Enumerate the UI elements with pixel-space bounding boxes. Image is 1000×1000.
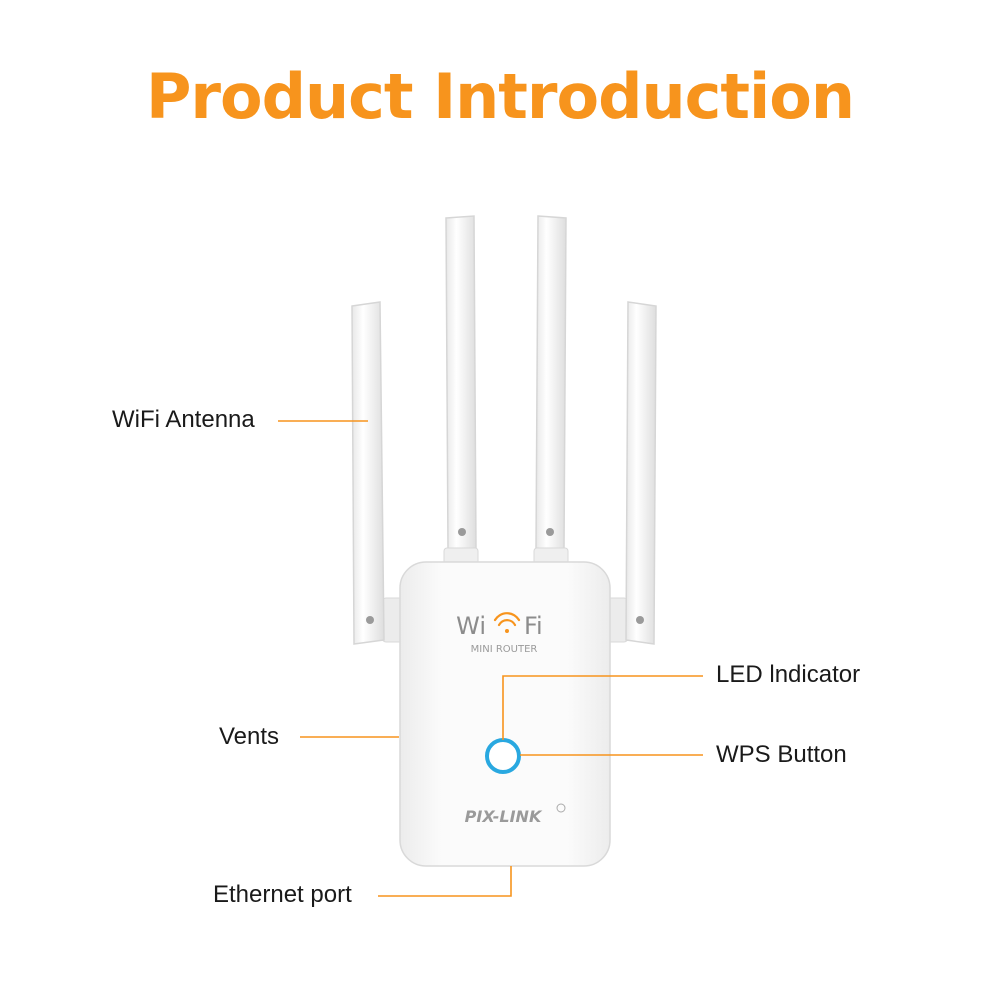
label-wps-button: WPS Button <box>716 741 847 768</box>
brand-logo: PIX-LINK <box>465 807 543 826</box>
wifi-logo: Wi Fi MINI ROUTER <box>456 612 543 655</box>
antenna-center-left <box>443 215 479 569</box>
label-ethernet-port: Ethernet port <box>213 881 352 908</box>
registered-mark-icon <box>556 803 566 813</box>
label-led-indicator: LED lndicator <box>716 661 861 688</box>
label-vents: Vents <box>219 723 280 750</box>
antenna-center-right <box>533 215 569 569</box>
wps-button-ring <box>485 738 521 774</box>
logo-wi-text: Wi <box>456 612 486 640</box>
wifi-signal-icon <box>493 612 521 633</box>
callout-line-led <box>502 675 703 740</box>
logo-subtitle: MINI ROUTER <box>471 644 538 655</box>
callout-line-ethernet <box>378 866 512 897</box>
antenna-left <box>351 301 385 645</box>
logo-fi-text: Fi <box>524 612 543 640</box>
callout-lines <box>278 420 703 897</box>
label-wifi-antenna: WiFi Antenna <box>112 406 255 433</box>
router-body <box>399 561 611 867</box>
page-title: Product Introduction <box>145 60 855 133</box>
antenna-right <box>625 301 657 645</box>
